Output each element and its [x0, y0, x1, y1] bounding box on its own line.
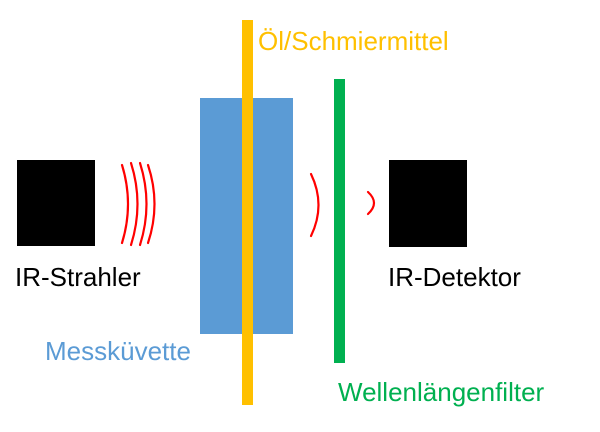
- filter-label: Wellenlängenfilter: [338, 377, 545, 407]
- wave-arc-detected: [366, 190, 376, 216]
- wave-arc-2: [129, 161, 139, 247]
- wave-arc-1: [120, 163, 130, 245]
- wave-arc-4: [146, 163, 156, 245]
- oil-line: [242, 20, 253, 405]
- wave-arc-filtered: [309, 172, 320, 238]
- detector-label: IR-Detektor: [388, 262, 521, 292]
- ir-emitter-block: [17, 160, 95, 246]
- filter-line: [334, 79, 345, 363]
- cuvette-label: Messküvette: [45, 336, 191, 366]
- wave-arc-3: [138, 161, 148, 247]
- oil-label: Öl/Schmiermittel: [258, 26, 449, 56]
- ir-detector-block: [389, 160, 467, 247]
- emitter-label: IR-Strahler: [15, 262, 141, 292]
